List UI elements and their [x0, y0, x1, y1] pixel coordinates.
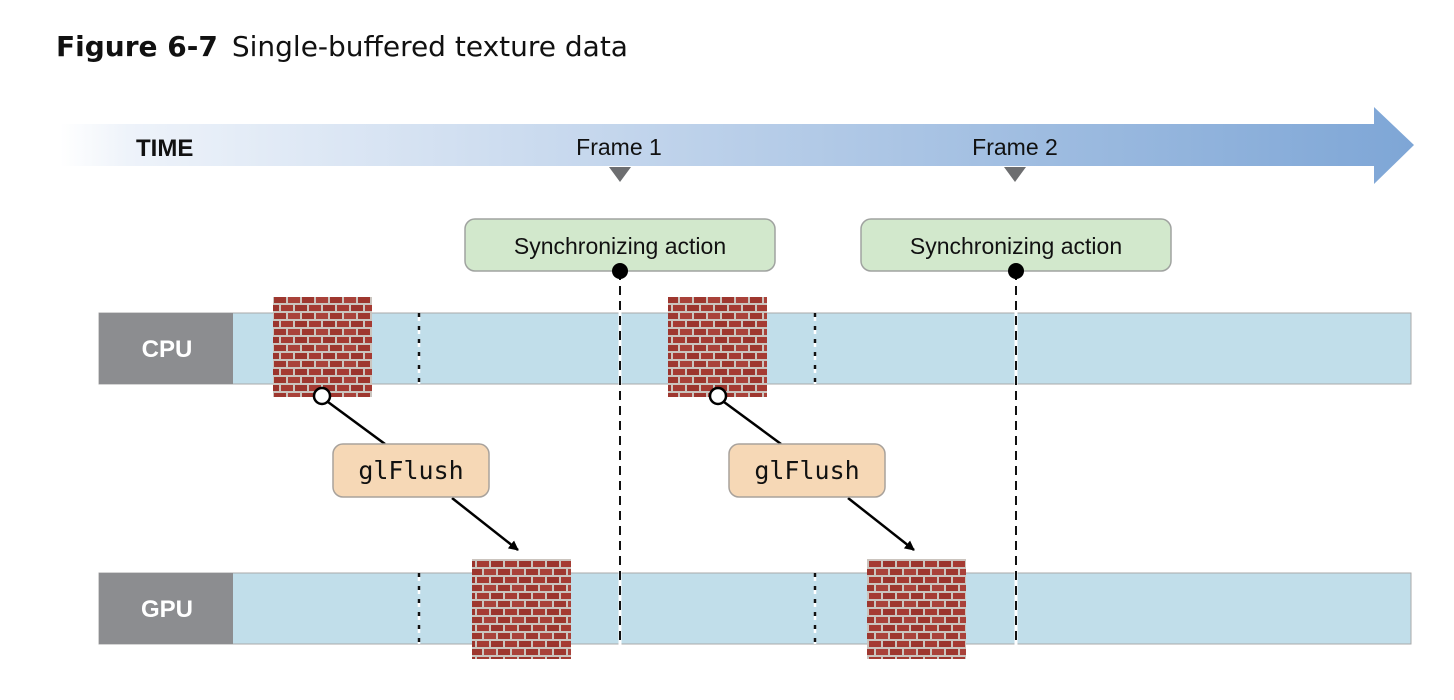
gpu-lane — [98, 572, 1412, 645]
frame-2-marker — [1004, 167, 1026, 182]
figure-caption: Figure 6-7 Single-buffered texture data — [56, 30, 628, 63]
lane-dividers — [417, 313, 817, 644]
flush-box-1 — [332, 443, 490, 498]
gpu-texture-brick-2 — [867, 559, 966, 659]
cpu-label: CPU — [142, 336, 193, 363]
flush-box-1-label: glFlush — [358, 456, 463, 485]
flush-origin-1 — [312, 386, 332, 406]
sync-box-2-label: Synchronizing action — [910, 233, 1122, 259]
flush-origin-2 — [708, 386, 728, 406]
sync-line-1 — [612, 263, 628, 646]
gpu-label: GPU — [141, 596, 193, 623]
time-label: TIME — [136, 135, 193, 162]
cpu-texture-brick-2 — [668, 297, 767, 397]
frame-1-marker — [609, 167, 631, 182]
frame-1-label: Frame 1 — [576, 134, 662, 160]
flush-connector-2 — [708, 386, 915, 551]
flush-connector-1 — [312, 386, 519, 551]
frame-2-label: Frame 2 — [972, 134, 1058, 160]
flush-box-2-label: glFlush — [754, 456, 859, 485]
cpu-texture-brick-1 — [273, 297, 372, 397]
sync-line-2 — [1008, 263, 1024, 646]
sync-box-1-label: Synchronizing action — [514, 233, 726, 259]
sync-point-1 — [612, 263, 628, 279]
gpu-texture-brick-1 — [472, 559, 571, 659]
figure-label: Figure 6-7 — [56, 30, 218, 63]
sync-point-2 — [1008, 263, 1024, 279]
flush-box-2 — [728, 443, 886, 498]
figure-title: Single-buffered texture data — [231, 30, 628, 63]
time-arrow — [60, 107, 1414, 184]
